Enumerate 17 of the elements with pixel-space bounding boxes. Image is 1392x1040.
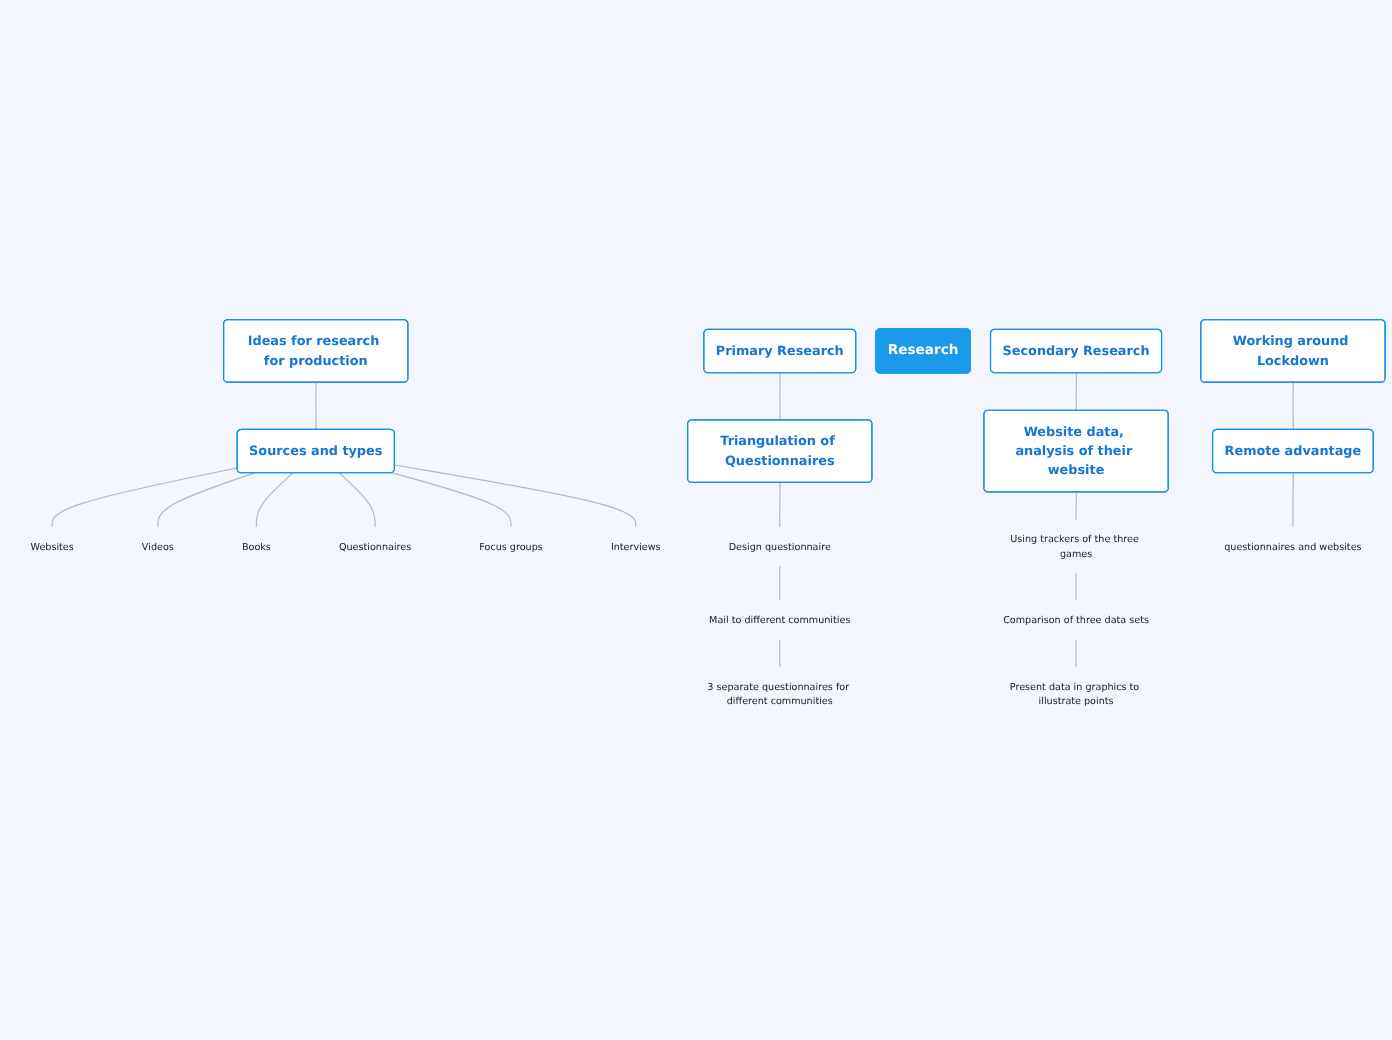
- connector: [51, 467, 239, 528]
- connector: [779, 565, 781, 602]
- connector: [391, 472, 512, 528]
- connector: [1075, 491, 1078, 521]
- connector: [1075, 638, 1077, 668]
- connector: [338, 472, 376, 528]
- connector: [779, 372, 781, 421]
- connector: [779, 638, 781, 668]
- connector: [779, 482, 781, 528]
- connector: [394, 464, 637, 528]
- connector: [315, 382, 317, 431]
- connector: [255, 472, 294, 528]
- connector: [1075, 572, 1077, 602]
- connector: [157, 472, 255, 528]
- connector: [1075, 372, 1078, 412]
- connector: [1292, 472, 1294, 528]
- connector: [1292, 382, 1294, 431]
